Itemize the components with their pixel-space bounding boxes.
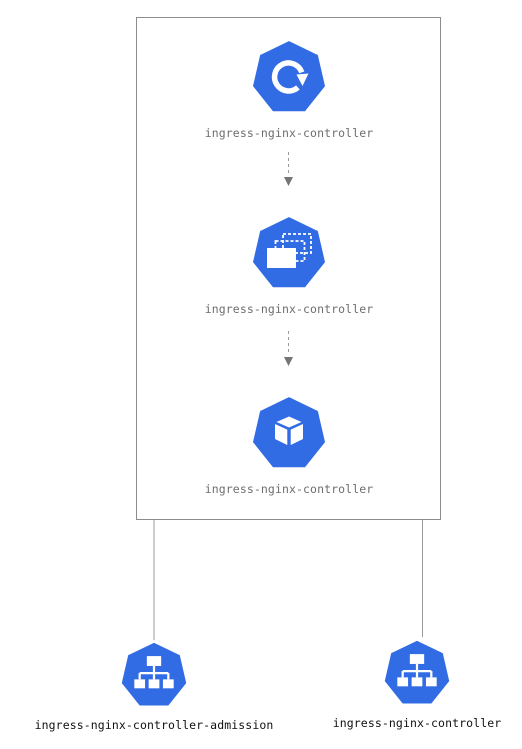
namespace-group-frame [136, 17, 441, 520]
pod-label: ingress-nginx-controller [204, 482, 374, 496]
service-icon [119, 640, 189, 708]
hpa-node[interactable]: ingress-nginx-controller [189, 38, 389, 140]
controller-service-node[interactable]: ingress-nginx-controller [312, 638, 522, 730]
hpa-label: ingress-nginx-controller [204, 126, 374, 140]
controller-service-label: ingress-nginx-controller [332, 716, 502, 730]
admission-service-node[interactable]: ingress-nginx-controller-admission [14, 640, 294, 732]
deployment-icon [250, 215, 328, 290]
deployment-label: ingress-nginx-controller [204, 302, 374, 316]
deployment-node[interactable]: ingress-nginx-controller [189, 214, 389, 316]
service-icon [382, 638, 452, 706]
pod-icon [250, 395, 328, 470]
arrowhead-down-icon [284, 177, 293, 186]
admission-service-label: ingress-nginx-controller-admission [34, 718, 274, 732]
pod-node[interactable]: ingress-nginx-controller [189, 394, 389, 496]
autoscale-icon [250, 39, 328, 114]
arrowhead-down-icon [284, 357, 293, 366]
